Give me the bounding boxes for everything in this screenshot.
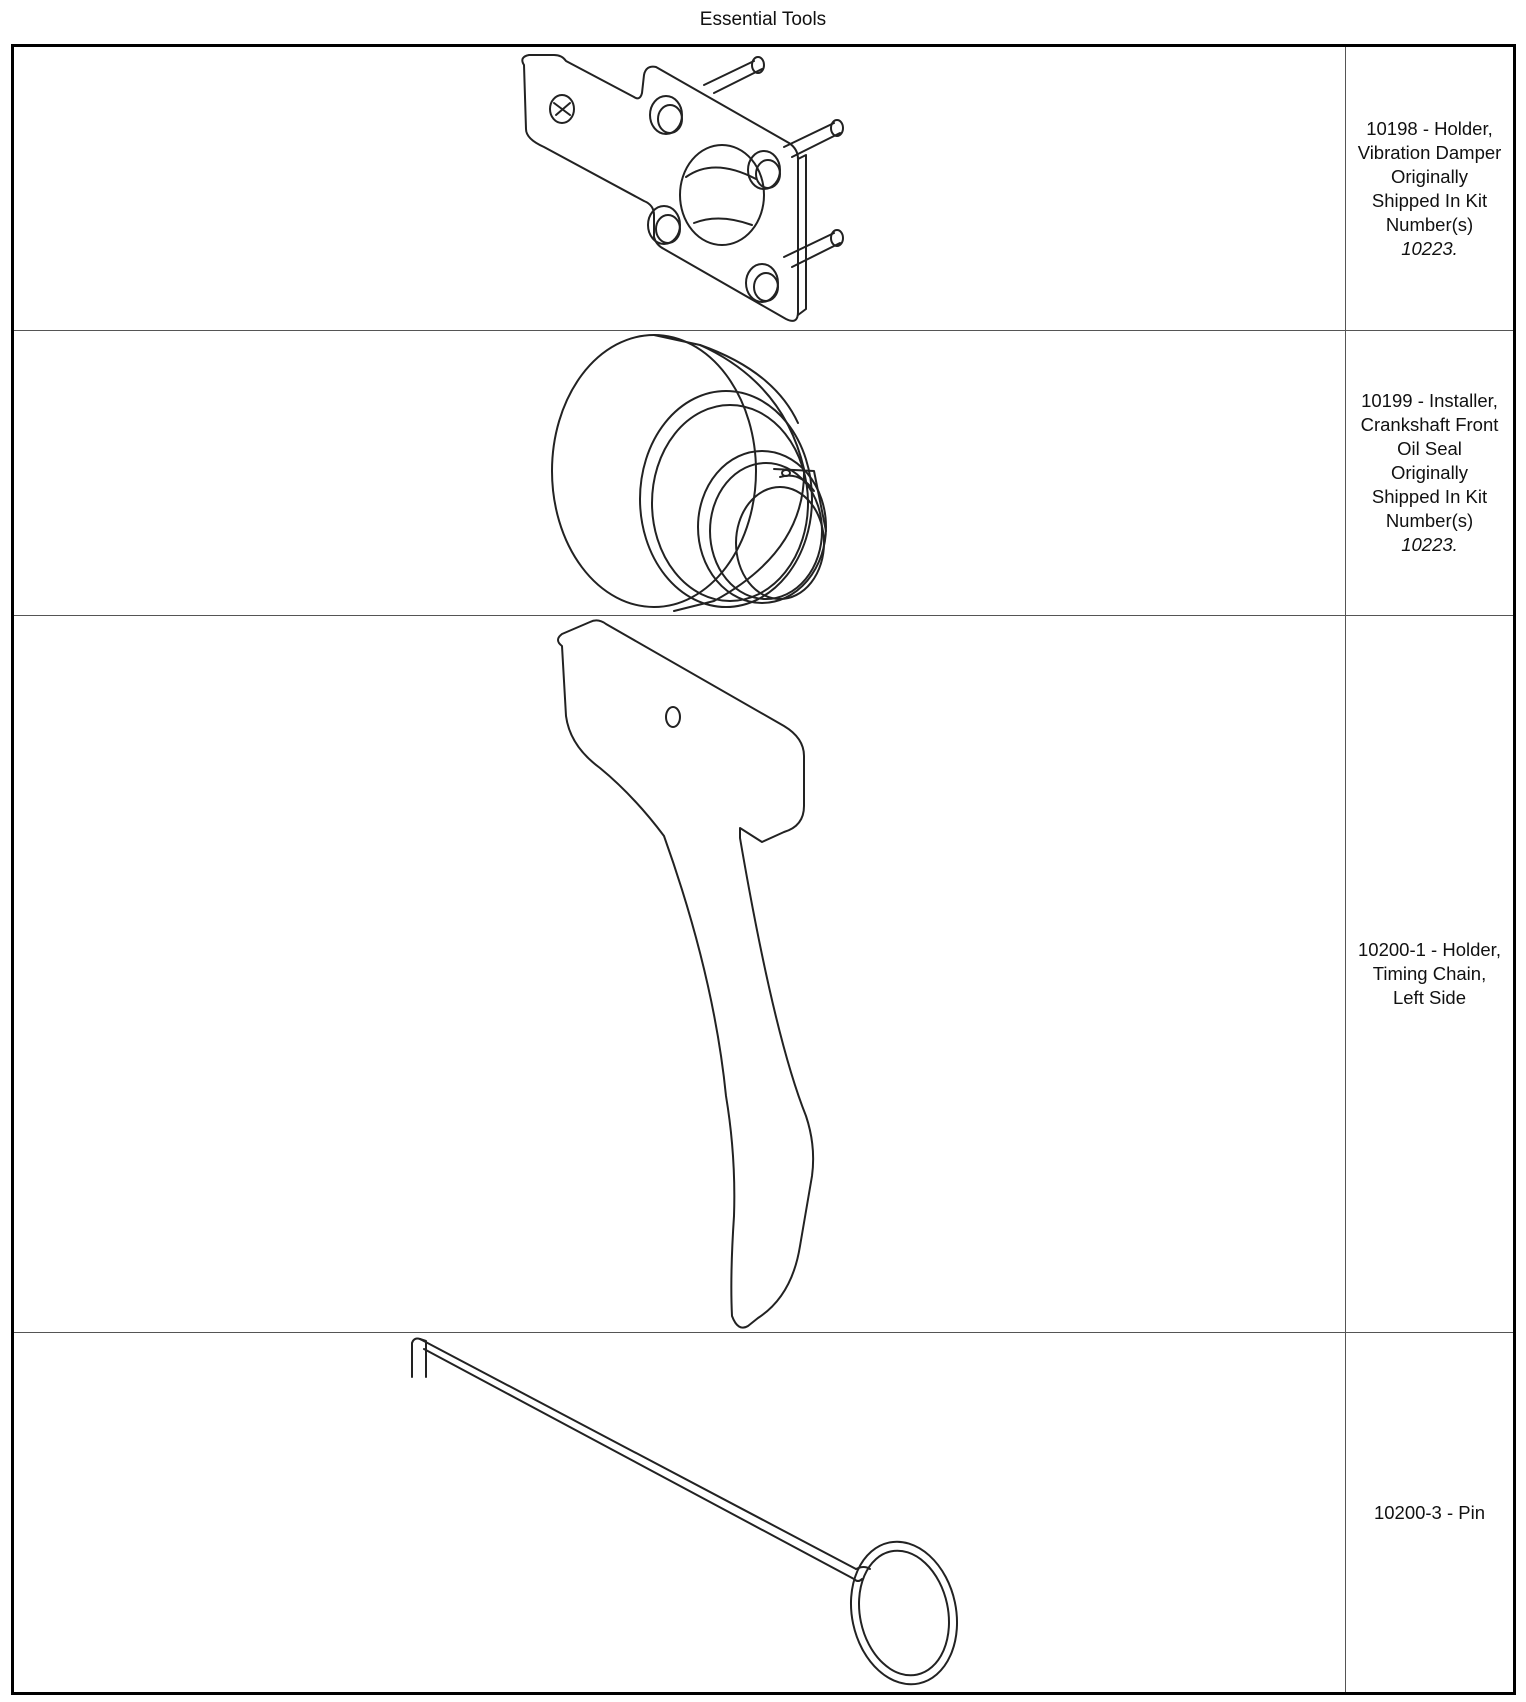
timing-chain-holder-illustration (557, 619, 815, 1329)
description-line: Number(s) (1385, 213, 1474, 235)
tool-description-cell: 10200-3 - Pin (1345, 1332, 1515, 1694)
table-row: 10200-3 - Pin (12, 1332, 1515, 1694)
description-line: Timing Chain, (1372, 963, 1487, 984)
tool-illustration-cell (12, 1332, 1346, 1694)
description-line: 10200-1 - Holder, (1358, 939, 1501, 960)
tool-description-cell: 10199 - Installer, Crankshaft Front Oil … (1345, 330, 1515, 616)
description-line: Oil Seal (1397, 438, 1462, 459)
table-row: 10199 - Installer, Crankshaft Front Oil … (12, 330, 1515, 616)
table-row: 10198 - Holder, Vibration Damper Origina… (12, 45, 1515, 331)
description-line: Vibration Damper (1357, 141, 1502, 163)
tool-illustration-cell (12, 615, 1346, 1333)
kit-number: 10223. (1401, 534, 1458, 555)
tool-illustration-cell (12, 330, 1346, 616)
description-line: Crankshaft Front (1360, 414, 1499, 435)
tool-illustration-cell (12, 45, 1346, 331)
table-row: 10200-1 - Holder, Timing Chain, Left Sid… (12, 615, 1515, 1333)
description-line: Shipped In Kit (1371, 486, 1488, 507)
description-line: Shipped In Kit (1371, 189, 1488, 211)
page-title: Essential Tools (699, 9, 827, 30)
description-line: Left Side (1392, 987, 1467, 1008)
description-line: Originally (1390, 165, 1469, 187)
description-line: 10198 - Holder, (1366, 117, 1493, 139)
vibration-damper-holder-illustration (521, 54, 844, 322)
tool-description-cell: 10200-1 - Holder, Timing Chain, Left Sid… (1345, 615, 1515, 1333)
description-line: Number(s) (1385, 510, 1474, 531)
oil-seal-installer-illustration (551, 334, 827, 612)
essential-tools-table: 10198 - Holder, Vibration Damper Origina… (11, 44, 1516, 1695)
description-line: 10199 - Installer, (1361, 390, 1498, 411)
kit-number: 10223. (1401, 237, 1458, 259)
tool-description-cell: 10198 - Holder, Vibration Damper Origina… (1345, 45, 1515, 331)
description-line: 10200-3 - Pin (1373, 1501, 1486, 1523)
description-line: Originally (1390, 462, 1469, 483)
pin-illustration (411, 1337, 959, 1686)
